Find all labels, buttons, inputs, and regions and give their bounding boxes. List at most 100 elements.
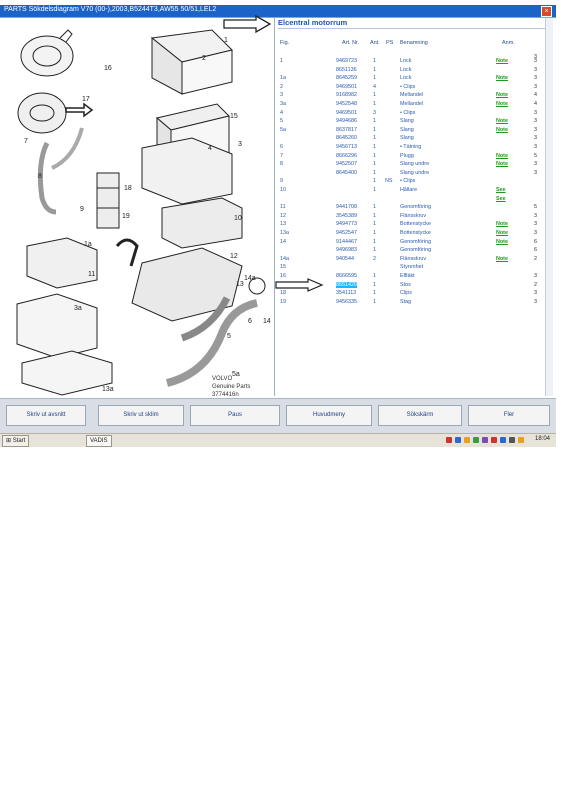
fig-cell: 2 — [280, 83, 283, 90]
svg-text:4: 4 — [208, 145, 212, 152]
anm-cell[interactable]: See — [496, 195, 506, 202]
tray-icon[interactable] — [455, 437, 461, 443]
fig-cell: 9 — [280, 178, 283, 185]
svg-text:7: 7 — [24, 138, 28, 145]
art-nr-cell: 9496983 — [336, 247, 357, 254]
tray-icon[interactable] — [446, 437, 452, 443]
ant-cell: 1 — [373, 169, 376, 176]
anm-cell[interactable]: Note — [496, 75, 508, 82]
table-row[interactable]: See — [276, 196, 552, 204]
tray-icon[interactable] — [509, 437, 515, 443]
anm-cell[interactable]: Note — [496, 92, 508, 99]
print-section-button[interactable]: Skriv ut avsnitt — [6, 405, 86, 426]
anm-cell[interactable]: See — [496, 187, 506, 193]
right-cell: 3 — [534, 144, 537, 150]
benamning-cell: Genomföring — [400, 204, 432, 211]
right-cell: 3 — [534, 118, 537, 125]
window-title: PARTS Sökdelsdiagram V70 (00-),2003,B524… — [4, 6, 217, 13]
fig-cell: 1a — [280, 75, 286, 82]
col-ps: PS — [386, 40, 394, 46]
svg-text:15: 15 — [230, 113, 238, 120]
anm-cell[interactable]: Note — [496, 221, 508, 228]
ant-cell: 1 — [373, 230, 376, 236]
main-menu-button[interactable]: Huvudmeny — [286, 405, 372, 426]
art-nr-cell: 8645259 — [336, 75, 357, 82]
pause-button[interactable]: Paus — [190, 405, 280, 426]
application-window: PARTS Sökdelsdiagram V70 (00-),2003,B524… — [0, 5, 556, 447]
anm-cell[interactable]: Note — [496, 161, 508, 168]
tray-icon[interactable] — [464, 437, 470, 443]
anm-cell[interactable]: Note — [496, 152, 508, 159]
col-anm: Anm. — [502, 40, 515, 46]
benamning-cell: Elfläkt — [400, 273, 415, 279]
tray-icon[interactable] — [482, 437, 488, 443]
more-button[interactable]: Fler — [468, 405, 550, 426]
col-art: Art. Nr. — [342, 40, 360, 46]
benamning-cell: Mellandel — [400, 92, 424, 99]
fig-cell: 14a — [280, 255, 289, 262]
tray-icon[interactable] — [500, 437, 506, 443]
task-label: VADIS — [90, 438, 108, 444]
anm-cell[interactable]: Note — [496, 126, 508, 133]
search-screen-button[interactable]: Sökskärm — [378, 405, 462, 426]
anm-cell[interactable]: Note — [496, 58, 508, 64]
print-screen-button[interactable]: Skriv ut sklim — [98, 405, 184, 426]
anm-cell[interactable]: Note — [496, 255, 508, 262]
right-cell: 3 — [534, 212, 537, 219]
svg-text:1: 1 — [224, 37, 228, 44]
tray-icon[interactable] — [473, 437, 479, 443]
fig-cell: 13 — [280, 221, 286, 228]
art-nr-cell: 3541113 — [336, 290, 357, 297]
ant-cell: 1 — [373, 281, 376, 288]
right-cell: 3 — [534, 298, 537, 305]
fig-cell: 5a — [280, 126, 286, 133]
ant-cell: 1 — [373, 161, 376, 168]
benamning-cell: Flänsskruv — [400, 255, 427, 262]
ant-cell: 1 — [373, 144, 376, 150]
svg-text:13a: 13a — [102, 386, 114, 393]
anm-cell[interactable]: Note — [496, 238, 508, 245]
start-button[interactable]: ⊞ Start — [2, 435, 30, 447]
close-icon[interactable]: × — [541, 6, 552, 17]
benamning-cell: Genomföring — [400, 238, 432, 245]
ant-cell: 1 — [373, 273, 376, 279]
task-vadis[interactable]: VADIS — [86, 435, 112, 447]
tray-icon[interactable] — [518, 437, 524, 443]
anm-cell[interactable]: Note — [496, 118, 508, 125]
right-cell: 4 — [534, 92, 537, 99]
svg-text:14a: 14a — [244, 275, 256, 282]
benamning-cell: Slang undre — [400, 161, 430, 168]
right-cell: 3 — [534, 169, 537, 176]
tray-icon[interactable] — [491, 437, 497, 443]
vertical-scrollbar[interactable] — [545, 18, 553, 396]
anm-cell[interactable]: Note — [496, 230, 508, 236]
anm-cell[interactable]: Note — [496, 101, 508, 107]
